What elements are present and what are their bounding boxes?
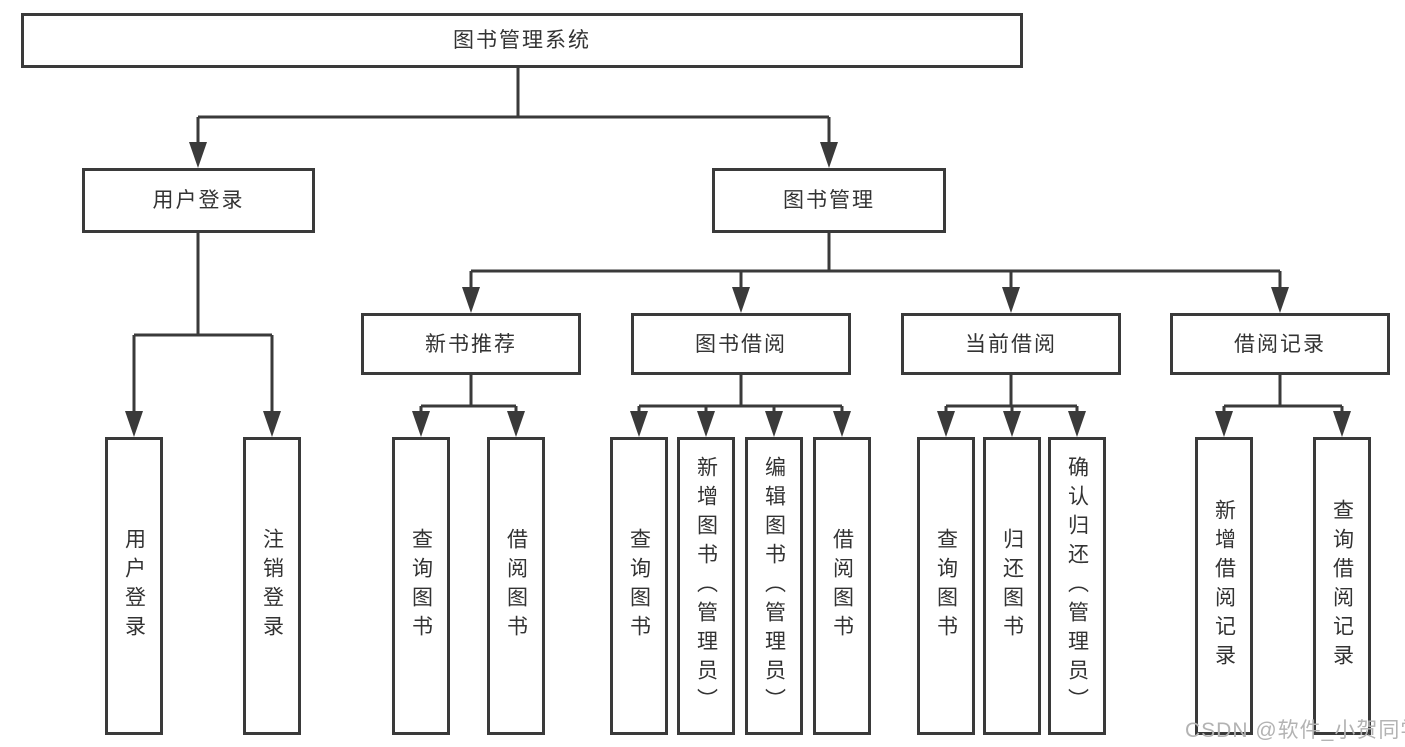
leaf-confirm-return-admin: 确认归还（管理员） — [1048, 437, 1106, 735]
leaf-add-borrow-record-label: 新增借阅记录 — [1212, 499, 1236, 673]
leaf-user-login-label: 用户登录 — [122, 528, 146, 644]
node-book-mgmt-label: 图书管理 — [783, 189, 875, 212]
leaf-add-borrow-record: 新增借阅记录 — [1195, 437, 1253, 735]
node-system-root-label: 图书管理系统 — [453, 29, 591, 52]
node-book-mgmt: 图书管理 — [712, 168, 946, 233]
leaf-user-login: 用户登录 — [105, 437, 163, 735]
leaf-add-books-admin-label: 新增图书（管理员） — [694, 455, 718, 717]
leaf-edit-books-admin-label: 编辑图书（管理员） — [762, 455, 786, 717]
leaf-query-borrow-record-label: 查询借阅记录 — [1330, 499, 1354, 673]
leaf-query-books-current: 查询图书 — [917, 437, 975, 735]
node-section-book-borrow-label: 图书借阅 — [695, 332, 787, 356]
leaf-query-books-new-label: 查询图书 — [409, 528, 433, 644]
node-section-borrow-records-label: 借阅记录 — [1234, 332, 1326, 356]
leaf-query-borrow-record: 查询借阅记录 — [1313, 437, 1371, 735]
leaf-confirm-return-admin-label: 确认归还（管理员） — [1065, 455, 1089, 717]
node-section-current-borrow: 当前借阅 — [901, 313, 1121, 375]
node-section-book-borrow: 图书借阅 — [631, 313, 851, 375]
leaf-query-books-borrow: 查询图书 — [610, 437, 668, 735]
leaf-return-books-label: 归还图书 — [1000, 528, 1024, 644]
leaf-logout: 注销登录 — [243, 437, 301, 735]
leaf-add-books-admin: 新增图书（管理员） — [677, 437, 735, 735]
leaf-query-books-current-label: 查询图书 — [934, 528, 958, 644]
node-section-current-borrow-label: 当前借阅 — [965, 332, 1057, 356]
leaf-query-books-borrow-label: 查询图书 — [627, 528, 651, 644]
leaf-borrow-books-new: 借阅图书 — [487, 437, 545, 735]
node-section-borrow-records: 借阅记录 — [1170, 313, 1390, 375]
leaf-logout-label: 注销登录 — [260, 528, 284, 644]
node-section-new-books-label: 新书推荐 — [425, 332, 517, 356]
csdn-watermark: CSDN @软件_小贺同学 — [1185, 719, 1405, 742]
leaf-edit-books-admin: 编辑图书（管理员） — [745, 437, 803, 735]
node-system-root: 图书管理系统 — [21, 13, 1023, 68]
leaf-query-books-new: 查询图书 — [392, 437, 450, 735]
node-user-login: 用户登录 — [82, 168, 315, 233]
leaf-borrow-books-label: 借阅图书 — [830, 528, 854, 644]
node-section-new-books: 新书推荐 — [361, 313, 581, 375]
leaf-borrow-books: 借阅图书 — [813, 437, 871, 735]
leaf-borrow-books-new-label: 借阅图书 — [504, 528, 528, 644]
node-user-login-label: 用户登录 — [152, 189, 245, 212]
leaf-return-books: 归还图书 — [983, 437, 1041, 735]
